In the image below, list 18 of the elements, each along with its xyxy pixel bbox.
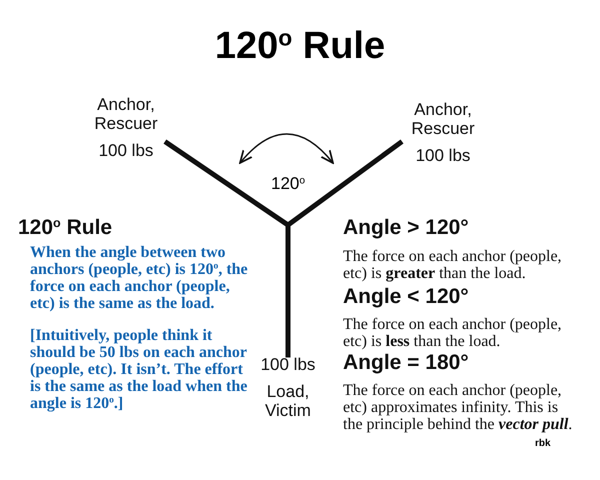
explanation-text: The force on each anchor (people, etc) is greater than the load. (343, 248, 563, 282)
rule-note: [Intuitively, people think it should be 50 lbs on each anchor (people, etc). It isn’t. The effort is the same as the load when the angle is 120$^{o}$.] (30, 327, 248, 412)
explanation-text: The force on each anchor (people, etc) approximates infinity. This is the principle behind the vector pull. (343, 382, 574, 433)
section-heading: Angle > 120° (343, 216, 469, 240)
node-sublabel: Load, Victim (264, 382, 312, 420)
node-label: 100 lbs (260, 355, 316, 374)
title: 120$^{o}$ Rule (214, 25, 386, 68)
node-sublabel: 100 lbs (98, 141, 154, 160)
node-sublabel: 100 lbs (414, 146, 472, 165)
rule-text: When the angle between two anchors (people, etc) is 120$^{o}$, the force on each anchor (people, etc) is the same as the load. (30, 244, 249, 312)
angle-label: 120$^{o}$ (271, 174, 306, 194)
author-initials: rbk (535, 438, 551, 449)
explanation-text: The force on each anchor (people, etc) is less than the load. (343, 316, 563, 350)
section-heading: 120$^{o}$ Rule (18, 216, 112, 240)
section-heading: Angle = 180° (343, 351, 469, 375)
section-heading: Angle < 120° (343, 285, 469, 309)
node-label: Anchor, Rescuer (93, 95, 159, 133)
node-label: Anchor, Rescuer (410, 100, 476, 138)
